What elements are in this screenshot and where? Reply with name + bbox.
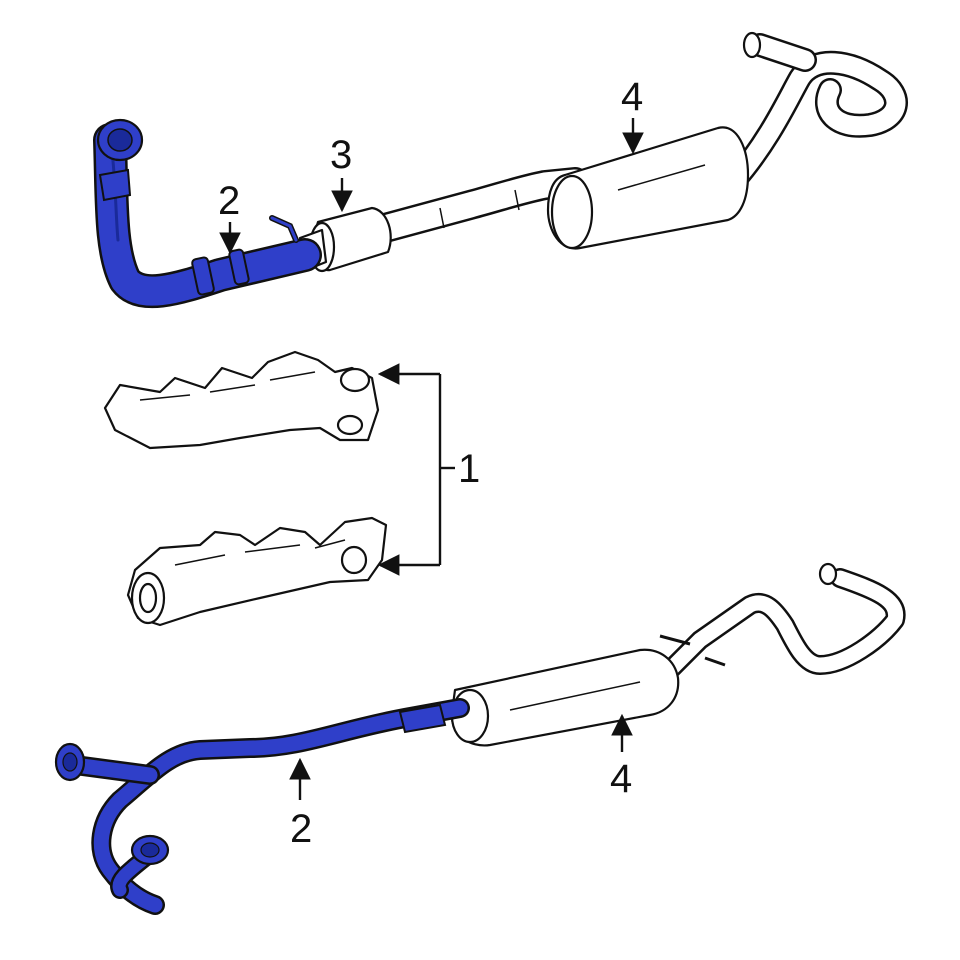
lower-muffler[interactable] [450,648,680,747]
upper-exhaust-assembly [93,31,908,309]
upper-front-pipe[interactable] [93,118,322,309]
lower-tailpipe[interactable] [659,562,906,680]
callout-label-1: 1 [458,447,480,491]
callout-4-bottom: 4 [610,713,633,801]
upper-muffler[interactable] [546,126,750,250]
callout-3: 3 [330,133,353,213]
callout-label-2-bottom: 2 [290,807,312,851]
callout-2-top: 2 [218,179,241,255]
callout-label-2-top: 2 [218,179,240,223]
lower-front-pipe[interactable] [54,698,470,915]
callout-1: 1 [377,363,480,576]
callout-label-3: 3 [330,133,352,177]
lower-exhaust-assembly [54,562,906,915]
callout-4-top: 4 [621,75,644,155]
callout-2-bottom: 2 [289,757,312,851]
upper-intermediate-pipe[interactable] [370,167,590,243]
callout-label-4-top: 4 [621,75,643,119]
lower-exhaust-manifold[interactable] [126,516,388,627]
callout-label-4-bottom: 4 [610,757,632,801]
upper-tailpipe[interactable] [723,31,908,192]
upper-exhaust-manifold[interactable] [103,350,380,450]
